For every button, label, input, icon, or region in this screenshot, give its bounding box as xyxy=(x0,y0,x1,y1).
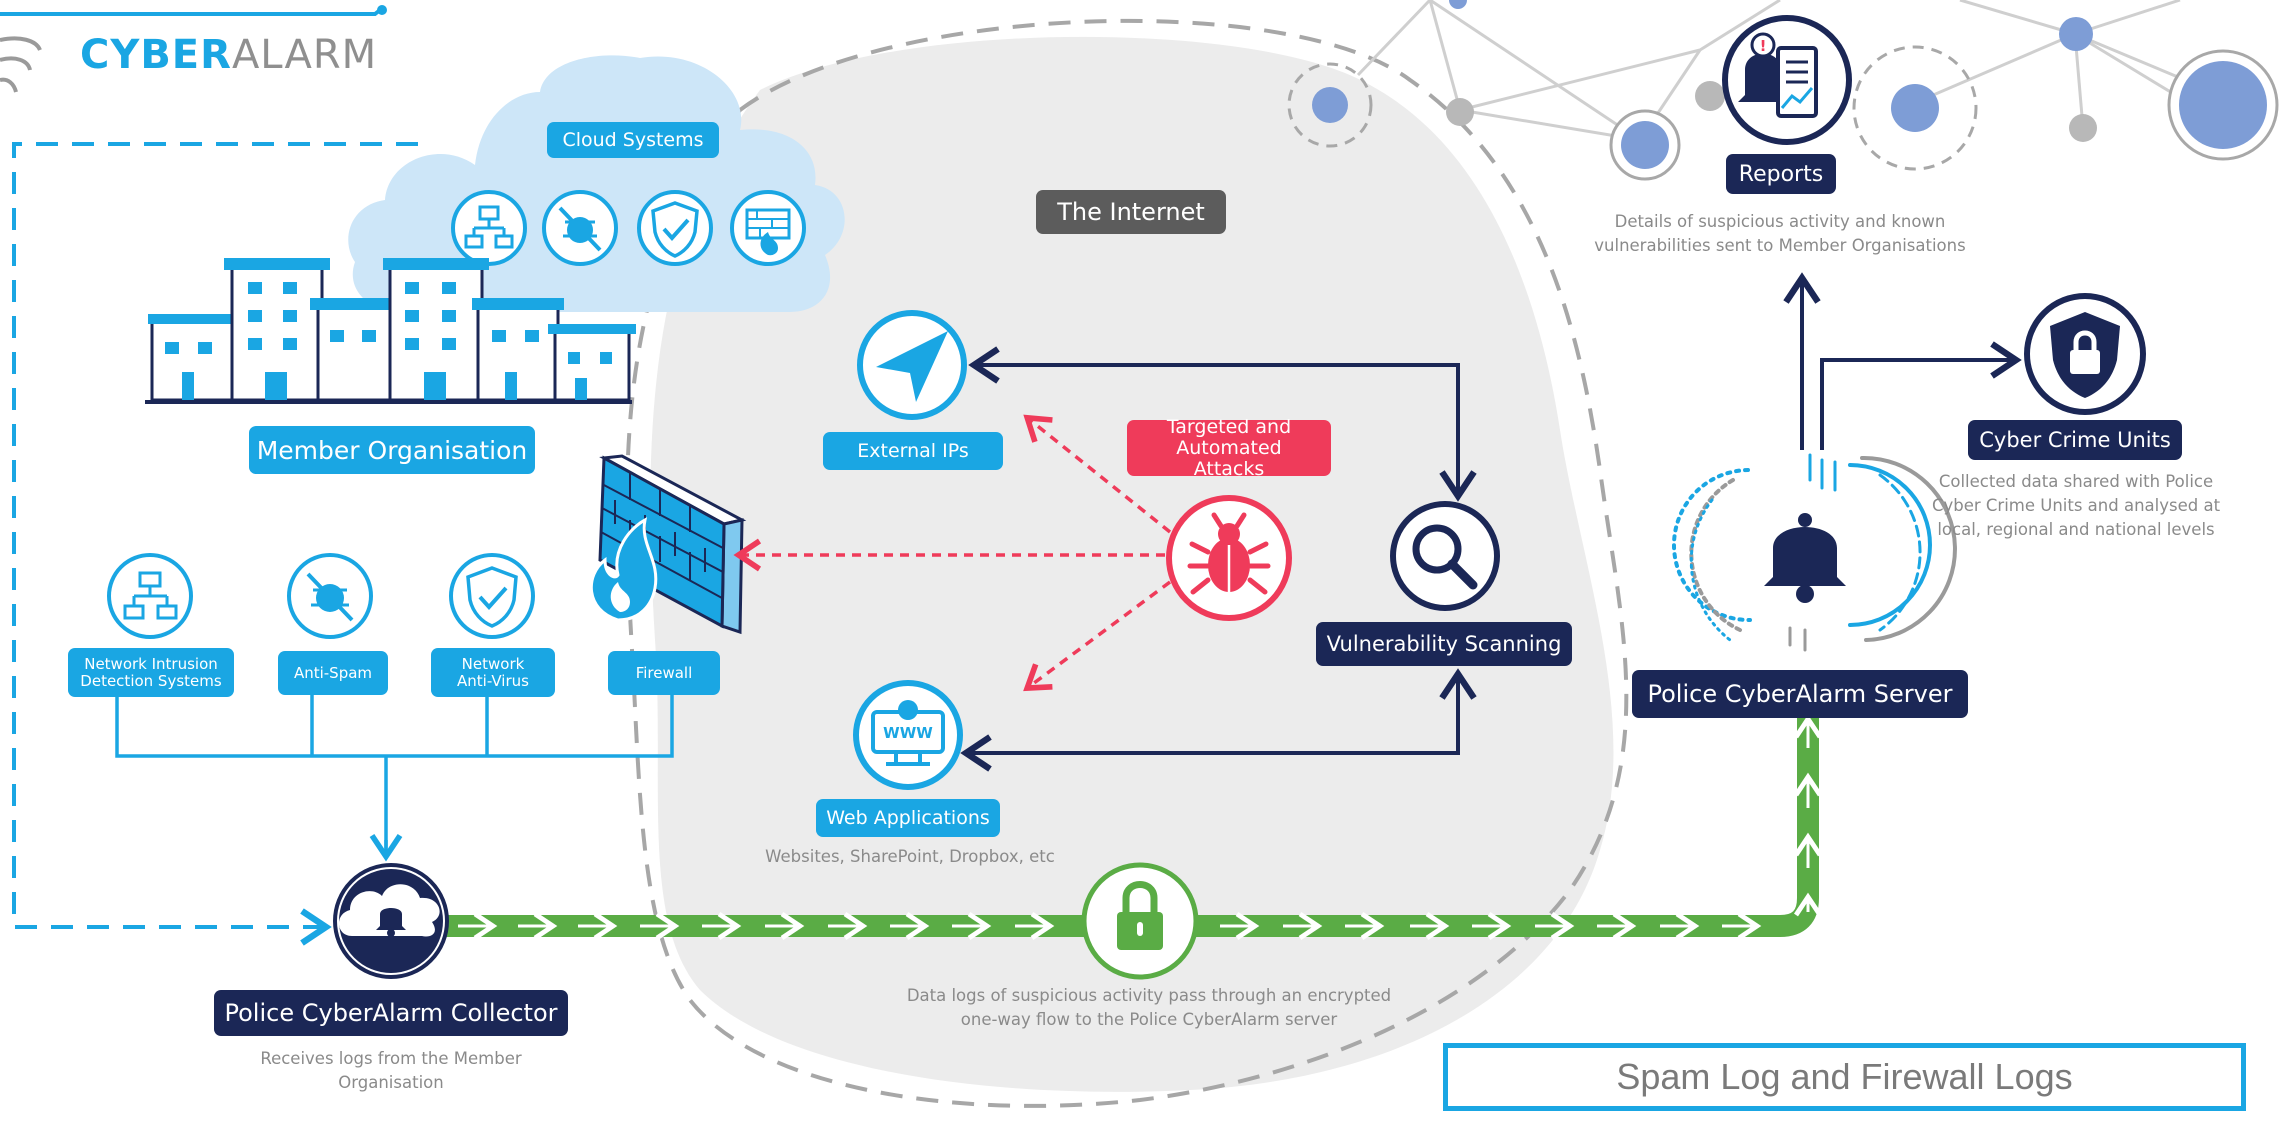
svg-text:!: ! xyxy=(1760,37,1767,55)
caption-text: Spam Log and Firewall Logs xyxy=(1616,1056,2073,1097)
attacks-label: Targeted and Automated Attacks xyxy=(1127,416,1331,479)
collector-label: Police CyberAlarm Collector xyxy=(214,990,568,1036)
shield-lock-icon xyxy=(2024,293,2146,415)
antivirus-shield-icon xyxy=(449,553,535,639)
anti-spam-icon xyxy=(287,553,373,639)
graph-nodes xyxy=(1287,0,2279,181)
reports-label: Reports xyxy=(1726,154,1836,194)
caption-box: Spam Log and Firewall Logs xyxy=(1443,1043,2246,1111)
reports-desc: Details of suspicious activity and known… xyxy=(1594,212,1966,255)
vulnerability-scanning-label: Vulnerability Scanning xyxy=(1316,622,1572,666)
logo-text-alarm: ALARM xyxy=(231,32,378,78)
network-graph xyxy=(1356,0,2246,142)
cloud-firewall-icon xyxy=(730,190,806,266)
building-windows xyxy=(165,282,612,400)
cyber-crime-units-desc: Collected data shared with Police Cyber … xyxy=(1931,472,2221,539)
cyber-crime-units-label: Cyber Crime Units xyxy=(1968,420,2182,460)
magnifier-icon xyxy=(1390,501,1500,611)
tools-connector xyxy=(115,695,674,858)
anti-spam-label: Anti-Spam xyxy=(278,651,388,695)
cloud-anti-spam-icon xyxy=(542,190,618,266)
firewall-label: Firewall xyxy=(608,651,720,695)
cloud-systems-label: Cloud Systems xyxy=(547,122,719,158)
cloud-bell-icon xyxy=(333,863,449,979)
network-antivirus-label: Network Anti-Virus xyxy=(431,648,555,697)
cloud-network-icon xyxy=(451,190,527,266)
flow-direction-arrows xyxy=(458,714,1822,940)
logo-text-cyber: CYBER xyxy=(80,32,232,78)
internet-label: The Internet xyxy=(1036,190,1226,234)
web-applications-desc: Websites, SharePoint, Dropbox, etc xyxy=(765,847,1055,866)
logo-wordmark: CYBERALARM xyxy=(80,32,377,78)
server-label: Police CyberAlarm Server xyxy=(1632,670,1968,718)
external-ips-label: External IPs xyxy=(823,432,1003,470)
encrypted-flow-desc: Data logs of suspicious activity pass th… xyxy=(906,986,1392,1029)
member-dashed-link xyxy=(12,142,418,946)
bug-icon xyxy=(1166,495,1292,621)
reports-icon: ! xyxy=(1722,15,1852,145)
www-icon: WWW xyxy=(853,680,963,790)
attack-arrows xyxy=(733,414,1172,692)
web-applications-label: Web Applications xyxy=(816,799,1000,837)
bell-icon xyxy=(1764,513,1846,603)
nids-network-icon xyxy=(107,553,193,639)
internet-dashed-border xyxy=(624,18,1629,1108)
member-organisation-label: Member Organisation xyxy=(249,426,535,474)
nids-label: Network Intrusion Detection Systems xyxy=(68,648,234,697)
server-output-arrows xyxy=(1783,272,2022,450)
collector-desc: Receives logs from the Member Organisati… xyxy=(260,1049,522,1092)
server-circuit-art xyxy=(1672,453,1957,652)
svg-text:WWW: WWW xyxy=(883,724,933,742)
padlock-icon xyxy=(1081,862,1199,980)
firewall-icon xyxy=(589,454,747,635)
logo-mark xyxy=(0,5,387,93)
scan-arrows xyxy=(960,346,1477,772)
location-arrow-icon xyxy=(857,310,967,420)
cloud-antivirus-shield-icon xyxy=(637,190,713,266)
